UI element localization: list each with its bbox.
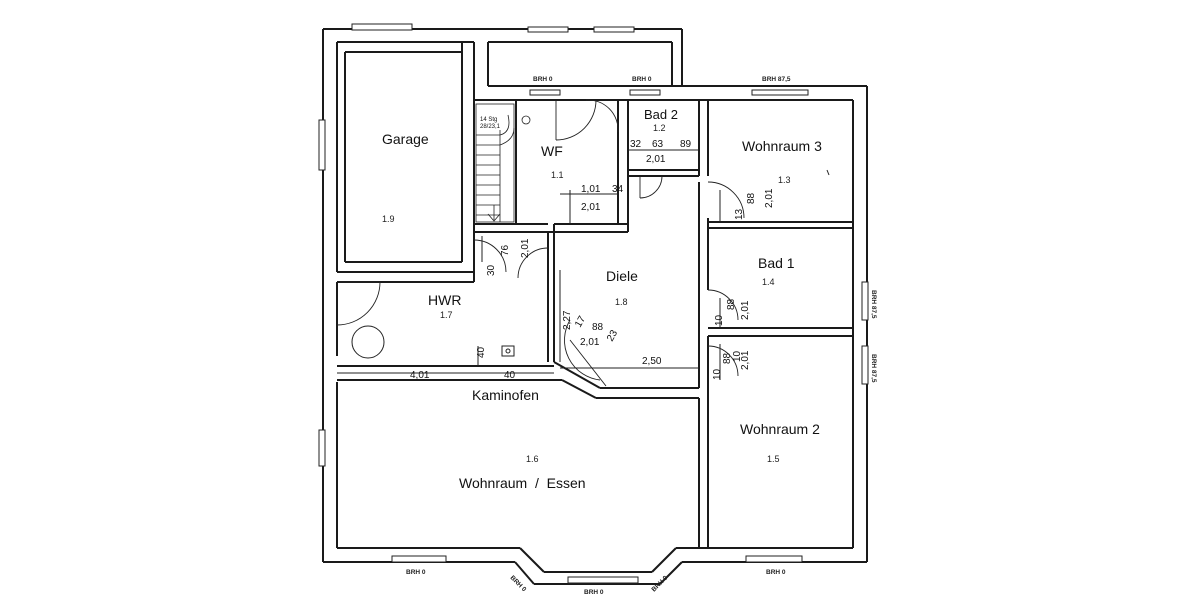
window-label: BRH 87,5 (762, 76, 791, 83)
dimension-label: 1,01 (581, 184, 601, 195)
window (593, 26, 635, 33)
stove (501, 345, 515, 357)
dimension-label: 13 (734, 208, 745, 220)
dimension-label: 28/23,1 (480, 124, 501, 130)
dimension-label: 76 (500, 244, 511, 256)
window (527, 26, 569, 33)
dimension-label: 2,01 (520, 238, 531, 258)
window (567, 576, 639, 584)
dimension-label: 10 (712, 368, 723, 380)
dimension-label: 14 Stg (480, 117, 497, 123)
dimension-label: 2,01 (740, 300, 751, 320)
room-label-bad1: Bad 1 (758, 255, 795, 271)
room-number-hwr: 1.7 (440, 310, 453, 320)
outer-walls (322, 28, 868, 585)
window-label: BRH 0 (766, 569, 786, 576)
room-label-hwr: HWR (428, 292, 461, 308)
dimension-label: 2,50 (642, 356, 662, 367)
window-label: BRH 0 (509, 574, 528, 593)
window-label: BRH 87,5 (870, 354, 877, 383)
dimension-label: 32 (630, 139, 642, 150)
dimension-label: 88 (722, 352, 733, 364)
room-number-garage: 1.9 (382, 214, 395, 224)
room-label-garage: Garage (382, 131, 429, 147)
dimension-label: 2,27 (562, 310, 573, 330)
dimension-label: 10 (732, 350, 743, 362)
dimension-label: 88 (726, 298, 737, 310)
room-label-wohnen: Wohnraum / Essen (459, 475, 586, 491)
window (629, 89, 661, 96)
dimension-label: 88 (592, 322, 604, 333)
room-number-wf: 1.1 (551, 170, 564, 180)
dimension-label: 63 (652, 139, 664, 150)
dimension-label: 2,01 (764, 188, 775, 208)
stairs (475, 103, 531, 223)
window-label: BRH 0 (533, 76, 553, 83)
dimension-label: 23 (605, 328, 620, 344)
dimension-label: 2,01 (740, 350, 751, 370)
room-label-wf: WF (541, 143, 563, 159)
dimension-label: 88 (746, 192, 757, 204)
window (318, 429, 326, 467)
dimension-label: 2,01 (646, 154, 666, 165)
room-number-wohnen: 1.6 (526, 454, 539, 464)
dimension-lines (337, 149, 721, 380)
room-number-diele: 1.8 (615, 297, 628, 307)
window (861, 281, 869, 321)
room-label-bad2: Bad 2 (644, 107, 678, 122)
windows (318, 23, 869, 584)
dimension-label: 30 (486, 264, 497, 276)
dimension-label: 17 (573, 314, 588, 330)
dimension-label: 34 (612, 184, 624, 195)
window-label: BRH 0 (406, 569, 426, 576)
room-number-wohnraum2: 1.5 (767, 454, 780, 464)
window (391, 555, 447, 563)
room-label-diele: Diele (606, 268, 638, 284)
room-label-wohnraum2: Wohnraum 2 (740, 421, 820, 437)
window (751, 89, 809, 96)
dimension-label: 10 (714, 314, 725, 326)
dimension-label: 40 (504, 370, 516, 381)
dimension-label: 2,01 (580, 337, 600, 348)
dimension-label: 89 (680, 139, 692, 150)
window (529, 89, 561, 96)
window-label: BRH 0 (584, 589, 604, 596)
window (318, 119, 326, 171)
window (351, 23, 413, 31)
room-number-wohnraum3: 1.3 (778, 175, 791, 185)
dimension-label: 40 (476, 346, 487, 358)
dimension-label: 4,01 (410, 370, 430, 381)
interior-walls (337, 42, 853, 548)
window-label: BRH 87,5 (870, 290, 877, 319)
window-label: BRH 0 (632, 76, 652, 83)
window (745, 555, 803, 563)
round-tank (351, 325, 385, 359)
doors (336, 99, 745, 387)
dimension-label: 2,01 (581, 202, 601, 213)
fixtures (351, 325, 515, 359)
room-label-kaminofen: Kaminofen (472, 387, 539, 403)
room-number-bad2: 1.2 (653, 123, 666, 133)
room-number-bad1: 1.4 (762, 277, 775, 287)
window (861, 345, 869, 385)
room-label-wohnraum3: Wohnraum 3 (742, 138, 822, 154)
